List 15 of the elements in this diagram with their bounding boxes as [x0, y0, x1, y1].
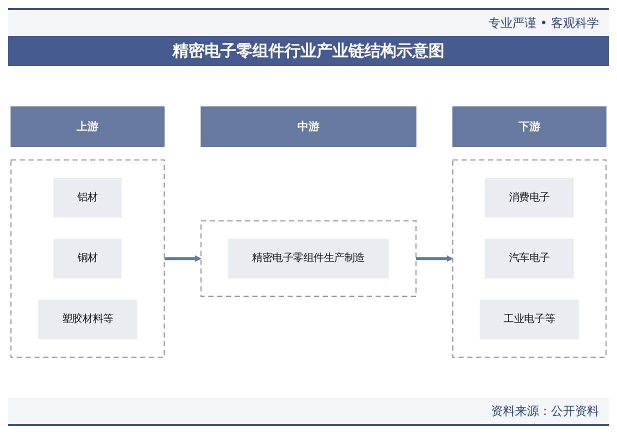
arrow: [416, 255, 453, 262]
item-box: 精密电子零组件生产制造: [228, 238, 389, 278]
title-banner: 精密电子零组件行业产业链结构示意图: [8, 36, 609, 66]
stage-header: 下游: [452, 106, 606, 148]
source-note: 资料来源：公开资料: [491, 403, 599, 420]
tagline: 专业严谨 • 客观科学: [488, 15, 599, 32]
item-box: 消费电子: [484, 178, 574, 218]
stage-header: 上游: [10, 106, 165, 148]
item-box: 铜材: [54, 238, 122, 278]
item-box: 塑胶材料等: [38, 300, 138, 340]
item-box: 工业电子等: [480, 300, 579, 340]
item-box: 汽车电子: [484, 238, 574, 278]
item-box: 铝材: [54, 178, 122, 218]
arrow: [164, 255, 202, 262]
stage-header: 中游: [200, 106, 416, 148]
